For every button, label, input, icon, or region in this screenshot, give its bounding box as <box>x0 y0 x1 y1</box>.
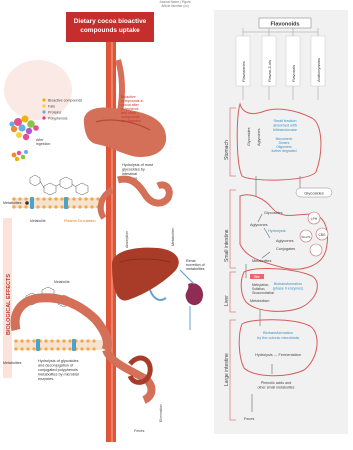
metabolite-dot-icon <box>25 201 29 205</box>
after-ingestion-line-2: ingestion <box>36 142 50 146</box>
svg-text:metabolites: metabolites <box>186 267 205 271</box>
molecule-structures-upper <box>30 175 88 195</box>
class-flavanones: Flavanones <box>241 61 246 82</box>
svg-text:metabolites by microbial: metabolites by microbial <box>38 373 79 377</box>
elimination-label: Elimination <box>159 404 163 422</box>
legend-bioactive: Bioactive compounds <box>48 98 82 102</box>
svg-text:Hydrolysis of glycosides: Hydrolysis of glycosides <box>38 359 79 363</box>
legend-swatch-proteins <box>42 110 45 113</box>
liver-note-line-1: Biotransformation <box>274 282 302 286</box>
cell-membrane-lower <box>14 339 102 351</box>
section-stomach: Stomach <box>224 140 230 160</box>
bile-label: Bile <box>254 275 260 279</box>
svg-text:bilitranslocase: bilitranslocase <box>273 128 297 132</box>
colon-note: Hydrolysis of glycosides and deconjugati… <box>38 359 79 381</box>
flavonoid-panel <box>214 10 348 434</box>
absorption-label: Absorption <box>125 231 129 248</box>
si-aglycones-1: Aglycones <box>250 223 268 227</box>
si-glycosides: Glycosides <box>264 211 283 215</box>
metabolism-label-left: Metabolism <box>171 228 175 246</box>
li-note-line-2: by the colonic microbiota <box>257 336 300 340</box>
svg-text:conjugated polyphenols: conjugated polyphenols <box>38 368 78 372</box>
background-blob <box>4 60 72 120</box>
class-anthocyanins: Anthocyanins <box>316 58 321 82</box>
liver-note-line-2: (phase II enzymes) <box>273 287 304 291</box>
class-flavonols: Flavonols <box>291 65 296 82</box>
enzyme-cbg: CBG <box>319 233 326 237</box>
section-large-intestine: Large intestine <box>224 353 230 386</box>
bile-duct <box>150 290 166 300</box>
li-note-line-1: Biotransformation <box>263 331 293 335</box>
glycosides-pill-label: Glycosides <box>304 191 324 196</box>
si-metabolites: Metabolites <box>252 259 272 263</box>
shaft-highlight <box>111 38 113 442</box>
si-aglycones-2: Aglycones <box>276 239 294 243</box>
stomach-note-right: Small fraction absorbed with bilitranslo… <box>273 119 297 132</box>
si-hydrolysis: Hydrolysis <box>268 229 286 233</box>
banner-line-2: compounds uptake <box>80 27 140 34</box>
legend-swatch-fats <box>42 104 45 107</box>
duodenum <box>118 179 169 203</box>
metabolites-label-lower: Metabolites <box>3 361 22 365</box>
metabolite-small-label-upper: Metabolite <box>30 219 46 223</box>
flavonoids-title: Flavonoids <box>270 22 299 28</box>
enzyme-sglt1: SGLT1 <box>301 235 311 239</box>
banner-line-1: Dietary cocoa bioactive <box>74 18 147 25</box>
svg-text:glycosides by: glycosides by <box>122 168 145 172</box>
legend-proteins: Proteins <box>48 110 61 114</box>
svg-text:and deconjugation of: and deconjugation of <box>38 364 74 368</box>
legend-fats: Fats <box>48 104 55 108</box>
metabolites-label-upper: Metabolites <box>3 201 22 205</box>
legend-swatch-polyphenols <box>42 116 45 119</box>
stomach-note: Bioactive compounds in cocoa after polyp… <box>121 95 143 123</box>
svg-text:Small fraction: Small fraction <box>273 119 296 123</box>
li-end-line-1: Phenolic acids and <box>261 381 291 385</box>
enzyme-lph: LPH <box>311 217 318 221</box>
liver <box>112 248 179 301</box>
svg-text:enzymes.: enzymes. <box>38 377 54 381</box>
li-end-line-2: other small metabolites <box>258 386 295 390</box>
svg-text:Hydrolysis of most: Hydrolysis of most <box>122 163 154 167</box>
liver-glucuronidation: Glucuronidation <box>252 291 275 295</box>
metabolite-small-label-lower: Metabolite <box>54 280 70 284</box>
liver-metabolism: Metabolism <box>250 299 269 303</box>
svg-text:are digested: are digested <box>121 119 141 123</box>
stomach-glycosides: Glycosides <box>247 127 251 146</box>
class-flavan-3-ols: Flavan-3-ols <box>267 60 272 82</box>
plasma-circulation-label: Plasma Circulation <box>64 219 96 223</box>
legend-swatch-bioactive <box>42 98 45 101</box>
compound-cluster-small-icon <box>12 150 28 161</box>
legend-polyphenols: Polyphenols <box>48 116 68 120</box>
section-liver: Liver <box>224 295 230 306</box>
si-conjugates: Conjugates <box>276 247 295 251</box>
svg-text:further degraded: further degraded <box>271 149 296 153</box>
stomach-aglycones: Aglycones <box>257 128 261 146</box>
section-small-intestine: Small intestine <box>224 229 230 262</box>
feces-label-right: Feces <box>244 417 254 421</box>
li-hydrolysis-fermentation: Hydrolysis → Fermentation <box>255 353 301 357</box>
feces-label-left: Feces <box>134 429 144 433</box>
svg-text:absorbed with: absorbed with <box>273 124 297 128</box>
renal-vessel <box>180 270 194 284</box>
kidney <box>186 283 203 305</box>
svg-text:intestinal: intestinal <box>122 172 137 176</box>
header-subline: Article Number (xx) <box>161 4 188 8</box>
renal-note: Renal excretion of metabolites <box>186 259 205 271</box>
